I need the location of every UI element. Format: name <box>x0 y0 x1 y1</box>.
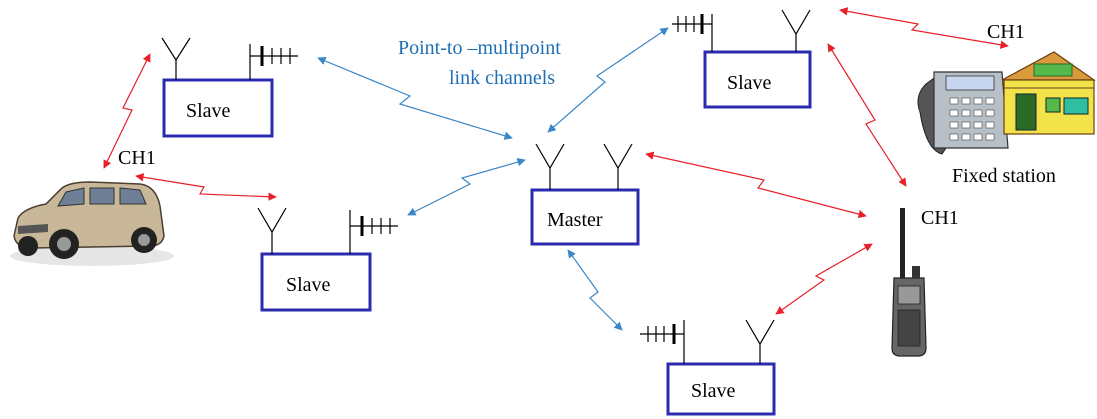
yagi-antenna-icon <box>249 44 298 80</box>
title-line-1: Point-to –multipoint <box>398 37 561 59</box>
slave-box <box>666 362 776 416</box>
slave-label: Slave <box>186 100 231 122</box>
slave-node-topleft: Slave <box>161 37 298 138</box>
slave-box <box>703 50 812 109</box>
yagi-antenna-icon <box>349 210 398 254</box>
link-master-radio <box>645 151 867 219</box>
channel-label-car: CH1 <box>118 147 156 169</box>
link-slave-bottom-radio <box>775 243 873 315</box>
master-box <box>530 188 640 246</box>
yagi-antenna-icon <box>672 14 713 52</box>
slave-node-bottomleft: Slave <box>257 207 398 312</box>
antenna-icon <box>603 143 633 190</box>
blue-links <box>317 27 669 331</box>
car-icon <box>10 181 174 266</box>
master-node: Master <box>530 143 640 246</box>
handheld-radio-icon <box>891 208 927 357</box>
antenna-icon <box>161 37 191 80</box>
telephone-icon <box>917 71 1009 155</box>
slave-label: Slave <box>691 380 736 402</box>
antenna-icon <box>745 319 775 364</box>
link-master-slave-topright <box>547 27 669 133</box>
slave-label: Slave <box>727 72 772 94</box>
slave-node-bottom: Slave <box>640 319 776 416</box>
slave-label: Slave <box>286 274 331 296</box>
link-car-slave-topleft <box>103 53 151 169</box>
link-master-slave-topleft <box>317 57 513 140</box>
master-label: Master <box>547 209 603 231</box>
fixed-station-label: Fixed station <box>952 165 1056 187</box>
link-slave-radio <box>827 43 907 187</box>
yagi-antenna-icon <box>640 320 685 364</box>
slave-node-topright: Slave <box>672 9 812 109</box>
link-master-slave-bottom <box>567 249 623 331</box>
link-car-slave-bottomleft <box>135 173 277 201</box>
building-icon <box>1001 51 1096 135</box>
slave-box <box>260 252 372 312</box>
channel-label-radio: CH1 <box>921 207 959 229</box>
channel-label-fixed: CH1 <box>987 21 1025 43</box>
link-master-slave-bottomleft <box>407 158 526 216</box>
antenna-icon <box>781 9 811 52</box>
link-slave-fixedstation <box>839 7 1009 49</box>
antenna-icon <box>257 207 287 254</box>
slave-box <box>162 78 274 138</box>
title-line-2: link channels <box>449 67 555 89</box>
red-links <box>103 7 1009 315</box>
antenna-icon <box>535 143 565 190</box>
